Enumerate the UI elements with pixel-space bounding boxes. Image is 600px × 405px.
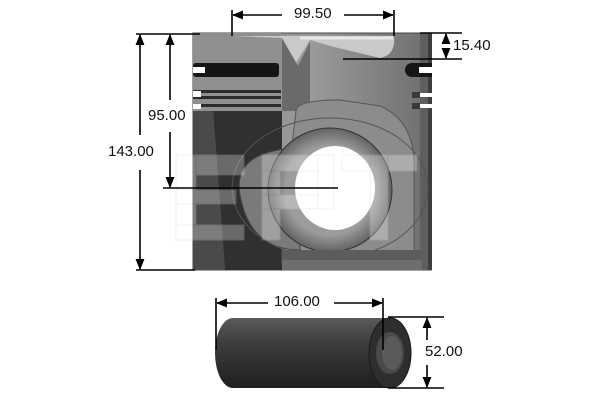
dimension-total-height: 143.00 — [106, 143, 156, 160]
watermark-logo — [175, 154, 418, 241]
piston — [192, 32, 432, 271]
dimension-top-land-height: 15.40 — [451, 37, 493, 54]
dimension-pin-diameter: 52.00 — [423, 343, 465, 360]
piston-pin — [215, 317, 412, 389]
dimension-lines — [135, 10, 462, 389]
dimension-pin-length: 106.00 — [272, 293, 322, 310]
dimension-compression-height: 95.00 — [146, 107, 188, 124]
dimension-bowl-diameter: 99.50 — [292, 5, 334, 22]
